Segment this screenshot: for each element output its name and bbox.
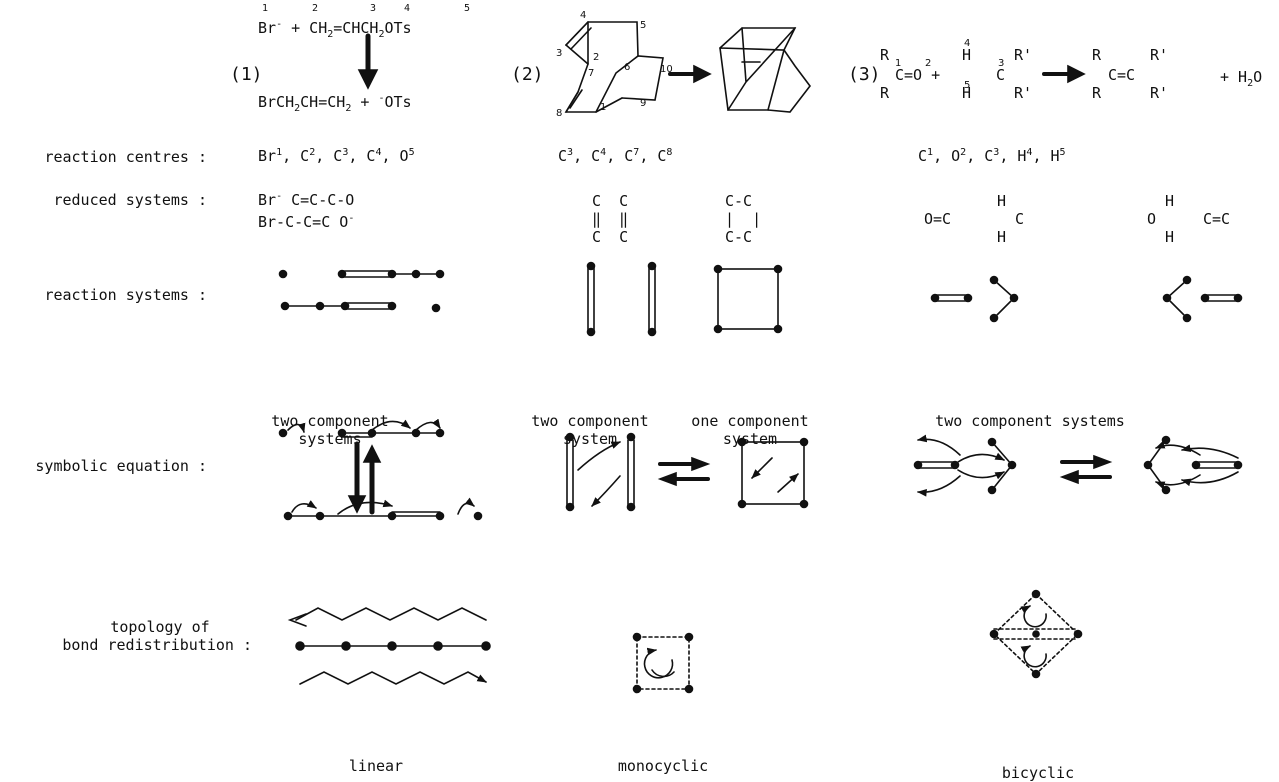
reaction-2-reactant-structure [564,21,664,113]
caption-topology-linear: linear [348,757,404,775]
reaction-system-r2-two-component [586,261,657,337]
reduced-system-r1-line1: Br- C=C-C-O [258,191,355,209]
topology-monocyclic [632,632,694,694]
reaction-1-reactants: Br- + CH2=CHCH2OTs [258,19,412,40]
r3-reactant-Rp1: R' [1014,46,1032,64]
topology-bicyclic [989,589,1083,679]
r3-reactant-Rp2: R' [1014,84,1032,102]
r3-number-3: 3 [998,58,1004,69]
caption-r2-system-a: two component system [531,412,649,448]
row-label-topology-line1: topology of [110,618,210,636]
reaction-centres-r1: Br1, C2, C3, C4, O5 [258,147,415,165]
reaction-centres-r2: C3, C4, C7, C8 [558,147,673,165]
reaction-1-atom-number-3: 3 [370,3,377,14]
reaction-1-label: (1) [230,64,263,85]
r2-atom-number-8: 8 [556,108,562,119]
reduced-system-r2-right: C-C | | C-C [725,192,762,246]
reaction-1-atom-number-5: 5 [464,3,471,14]
reaction-2-label: (2) [511,64,544,85]
r3-number-1: 1 [895,58,901,69]
reaction-1-products: BrCH2CH=CH2 + -OTs [258,93,412,114]
symbolic-equation-r3 [913,434,1243,497]
caption-topology-bicyclic: bicyclic [1001,764,1075,782]
reduced-system-r3-c: H O H [1147,192,1175,246]
row-label-topology-line2: bond redistribution : [62,636,252,654]
row-label-symbolic-equation: symbolic equation : [35,457,207,475]
reduced-system-r1-line2: Br-C-C=C O- [258,213,355,231]
reaction-system-r2-one-component [713,264,783,334]
symbolic-equation-r2 [565,432,809,512]
r3-product-C-C: C=C [1108,66,1135,84]
r3-number-2: 2 [925,58,931,69]
reduced-system-r3-b: H C H [997,192,1025,246]
row-label-reduced-systems: reduced systems : [53,191,207,209]
r2-atom-number-2: 2 [593,52,599,63]
reaction-2-product-structure [719,27,812,113]
reduced-system-r3-d: C=C [1203,210,1231,228]
caption-r2-system-b: one component system [691,412,809,448]
topology-linear [287,607,491,685]
reaction-system-r3 [930,275,1243,323]
r3-reactant-C-O: C=O + [895,66,940,84]
r2-atom-number-10: 10 [660,64,673,75]
reaction-centres-r3: C1, O2, C3, H4, H5 [918,147,1066,165]
reaction-1-atom-number-2: 2 [312,3,319,14]
reaction-system-r1 [278,269,445,313]
r3-product-Rp1: R' [1150,46,1168,64]
row-label-reaction-centres: reaction centres : [44,148,207,166]
r3-number-5: 5 [964,80,970,91]
r3-reactant-R2: R [880,84,890,102]
r3-reactant-R1: R [880,46,890,64]
r3-number-4: 4 [964,38,970,49]
r3-product-R1: R [1092,46,1102,64]
reduced-system-r3-a: O=C [924,210,952,228]
reaction-3-label: (3) [848,64,881,85]
r2-atom-number-3: 3 [556,48,562,59]
caption-topology-monocyclic: monocyclic [617,757,709,775]
r3-reactant-C3: C [996,66,1005,84]
r2-atom-number-4: 4 [580,10,586,21]
r2-atom-number-7: 7 [588,68,594,79]
reaction-3-product-water: + H2O [1220,68,1263,89]
reaction-1-arrow [357,33,379,90]
r3-product-R2: R [1092,84,1102,102]
r3-reactant-H5: H [962,84,971,102]
reaction-3-arrow [1042,64,1086,84]
reduced-system-r2-left: C C ‖ ‖ C C [592,192,629,246]
reaction-1-atom-number-1: 1 [262,3,269,14]
r2-atom-number-6: 6 [624,62,630,73]
reaction-1-atom-number-4: 4 [404,3,411,14]
row-label-reaction-systems: reaction systems : [44,286,207,304]
caption-r3-systems: two component systems [935,412,1125,430]
r3-reactant-H4: H [962,46,971,64]
r2-atom-number-1: 1 [600,102,606,113]
r2-atom-number-9: 9 [640,98,646,109]
r3-product-Rp2: R' [1150,84,1168,102]
r2-atom-number-5: 5 [640,20,646,31]
reaction-2-arrow [668,64,712,84]
symbolic-equation-r1 [278,418,483,521]
